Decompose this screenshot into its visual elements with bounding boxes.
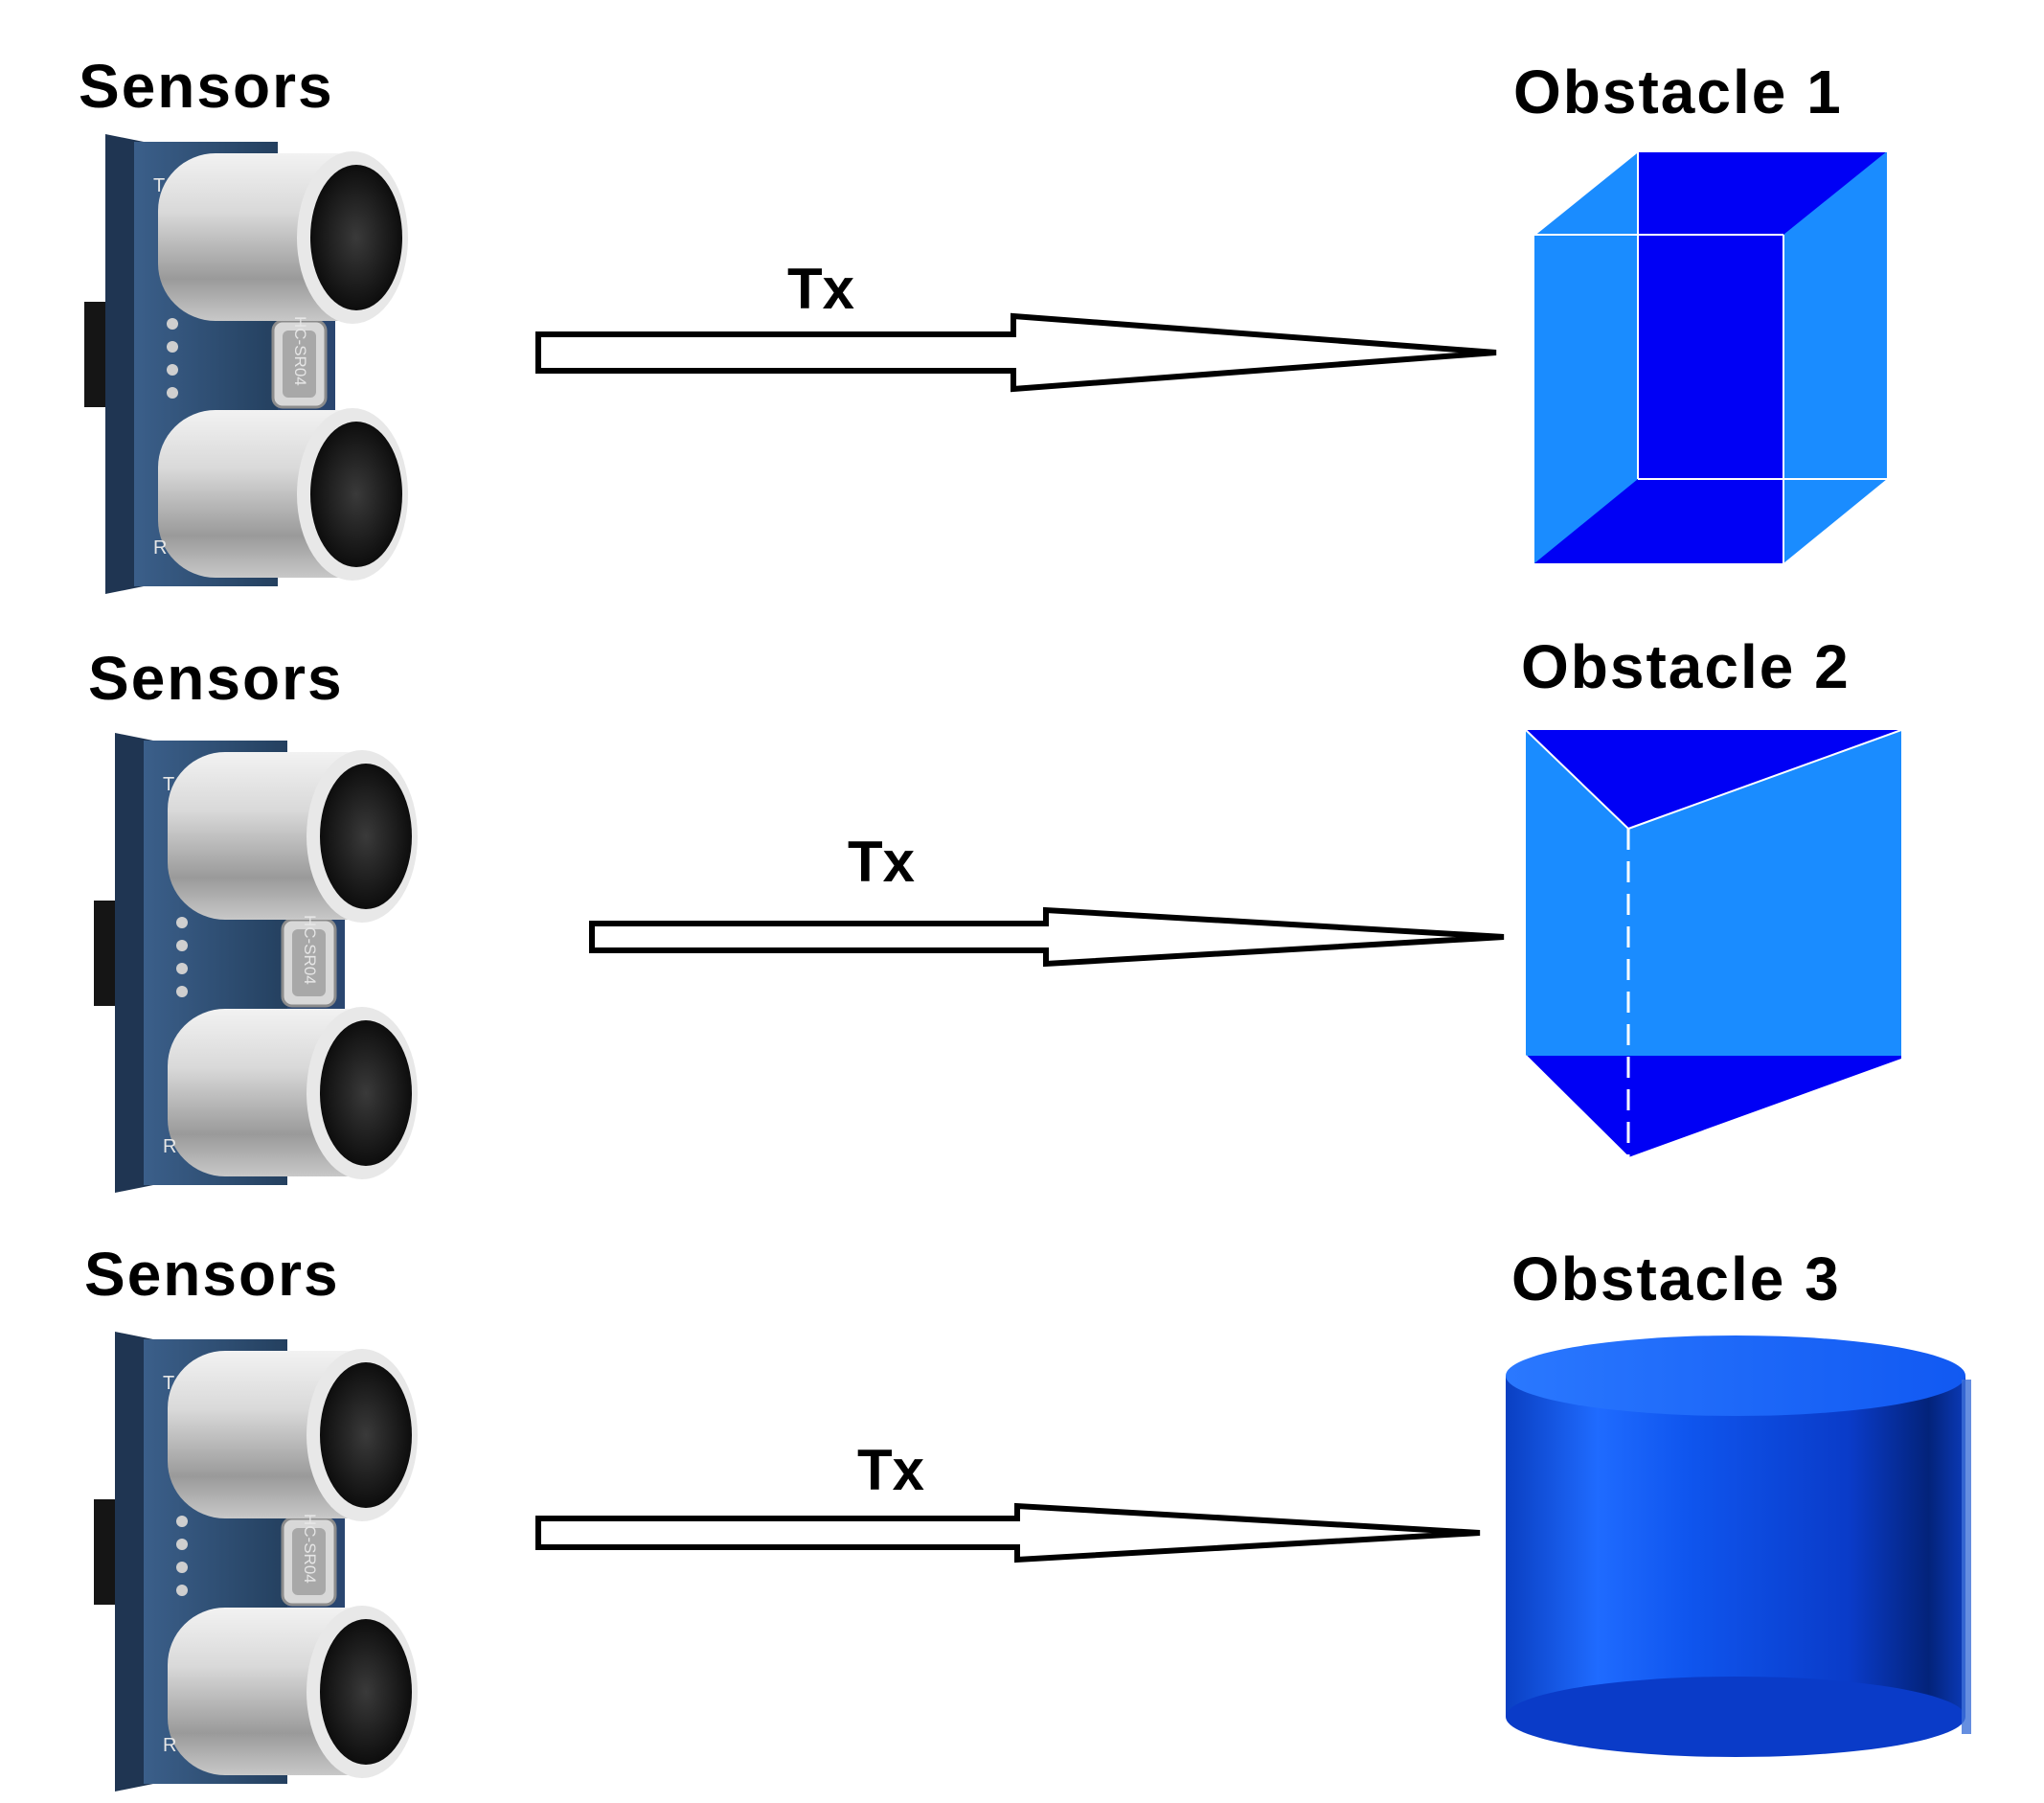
pin-label-top: T bbox=[153, 175, 165, 196]
pin-label-top: T bbox=[163, 1373, 174, 1394]
row-2: Sensors T R HC-SR04 Tx Obstacle 2 bbox=[88, 632, 1902, 1195]
tx-label: Tx bbox=[787, 257, 854, 321]
obstacle-label: Obstacle 1 bbox=[1513, 57, 1843, 126]
obstacle-label: Obstacle 3 bbox=[1511, 1244, 1841, 1313]
module-name: HC-SR04 bbox=[291, 316, 309, 386]
ultrasonic-sensor: T R HC-SR04 bbox=[92, 731, 420, 1195]
transmit-arrow bbox=[535, 1502, 1481, 1563]
transmit-arrow bbox=[589, 906, 1505, 968]
pin-label-top: T bbox=[163, 774, 174, 795]
ultrasonic-sensor: T R HC-SR04 bbox=[92, 1330, 420, 1793]
row-1: Sensors T R HC-SR04 Tx Obstacle 1 bbox=[79, 52, 1887, 596]
cylinder-obstacle bbox=[1506, 1335, 1971, 1757]
pin-label-bottom: R bbox=[163, 1735, 176, 1756]
ultrasonic-sensor: T R HC-SR04 bbox=[82, 132, 410, 596]
pin-label-bottom: R bbox=[153, 537, 167, 559]
triangular-prism-obstacle bbox=[1525, 729, 1902, 1158]
row-3: Sensors T R HC-SR04 Tx Obstacle 3 bbox=[84, 1240, 1971, 1793]
module-name: HC-SR04 bbox=[301, 915, 319, 985]
pin-label-bottom: R bbox=[163, 1136, 176, 1157]
rectangular-prism-obstacle bbox=[1533, 150, 1887, 563]
transmit-arrow bbox=[535, 312, 1497, 393]
tx-label: Tx bbox=[848, 830, 915, 894]
sensors-label: Sensors bbox=[88, 644, 344, 713]
module-name: HC-SR04 bbox=[301, 1514, 319, 1584]
obstacle-label: Obstacle 2 bbox=[1521, 632, 1851, 701]
sensors-label: Sensors bbox=[84, 1240, 340, 1309]
tx-label: Tx bbox=[857, 1438, 924, 1502]
sensors-label: Sensors bbox=[79, 52, 334, 121]
